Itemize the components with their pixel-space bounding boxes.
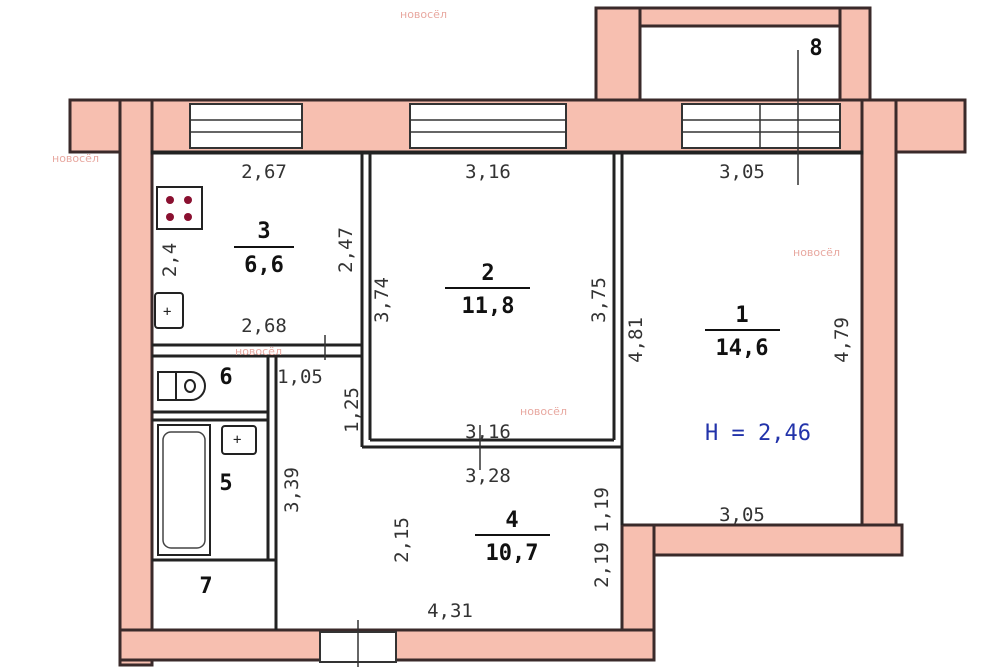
- svg-text:3,16: 3,16: [465, 421, 511, 443]
- svg-text:1: 1: [735, 303, 748, 328]
- svg-text:3: 3: [257, 219, 270, 244]
- svg-text:3,28: 3,28: [465, 465, 511, 487]
- svg-text:3,16: 3,16: [465, 161, 511, 183]
- svg-text:1,25: 1,25: [341, 387, 363, 433]
- room-8-label: 8: [809, 36, 822, 61]
- svg-text:+: +: [163, 304, 171, 320]
- balcony: [594, 6, 872, 110]
- svg-text:новосёл: новосёл: [520, 405, 567, 418]
- svg-text:4,31: 4,31: [427, 600, 473, 622]
- svg-text:2,4: 2,4: [159, 243, 181, 277]
- interior-walls: [150, 50, 864, 630]
- svg-text:новосёл: новосёл: [793, 246, 840, 259]
- svg-text:4,79: 4,79: [831, 317, 853, 363]
- svg-text:3,39: 3,39: [281, 467, 303, 513]
- svg-text:2: 2: [481, 261, 494, 286]
- svg-text:3,75: 3,75: [588, 277, 610, 323]
- toilet-icon: [157, 371, 206, 401]
- svg-text:1,05: 1,05: [277, 366, 323, 388]
- dimensions: 2,67 2,68 2,47 2,4 3,16 3,16 3,74 3,75 3…: [159, 161, 853, 622]
- svg-text:3,05: 3,05: [719, 161, 765, 183]
- watermarks: новосёл новосёл новосёл новосёл новосёл: [52, 8, 840, 418]
- room-5-label: 5: [219, 471, 232, 496]
- svg-text:+: +: [233, 432, 241, 448]
- room-2-label: 2 11,8: [445, 261, 530, 319]
- room-6-label: 6: [219, 365, 232, 390]
- room-4-label: 4 10,7: [475, 508, 550, 566]
- svg-text:новосёл: новосёл: [235, 345, 282, 358]
- svg-text:3,05: 3,05: [719, 504, 765, 526]
- svg-text:1,19: 1,19: [591, 487, 613, 533]
- svg-text:10,7: 10,7: [486, 541, 539, 566]
- svg-text:4,81: 4,81: [625, 317, 647, 363]
- svg-text:11,8: 11,8: [462, 294, 515, 319]
- svg-text:2,15: 2,15: [391, 517, 413, 563]
- svg-text:2,67: 2,67: [241, 161, 287, 183]
- stove-icon: [156, 186, 203, 230]
- svg-text:новосёл: новосёл: [400, 8, 447, 21]
- svg-text:2,47: 2,47: [335, 227, 357, 273]
- svg-text:2,19: 2,19: [591, 542, 613, 588]
- windows: [189, 103, 841, 667]
- room-3-label: 3 6,6: [234, 219, 294, 278]
- svg-text:6,6: 6,6: [244, 253, 284, 278]
- bathroom-sink-icon: +: [221, 425, 257, 455]
- svg-text:14,6: 14,6: [716, 336, 769, 361]
- svg-text:новосёл: новосёл: [52, 152, 99, 165]
- room-1-label: 1 14,6: [705, 303, 780, 361]
- room-7-label: 7: [199, 574, 212, 599]
- svg-text:4: 4: [505, 508, 518, 533]
- kitchen-sink-icon: +: [154, 292, 184, 329]
- svg-text:3,74: 3,74: [371, 277, 393, 323]
- bathtub-icon: [157, 424, 211, 556]
- svg-text:2,68: 2,68: [241, 315, 287, 337]
- ceiling-height-label: H = 2,46: [705, 421, 811, 446]
